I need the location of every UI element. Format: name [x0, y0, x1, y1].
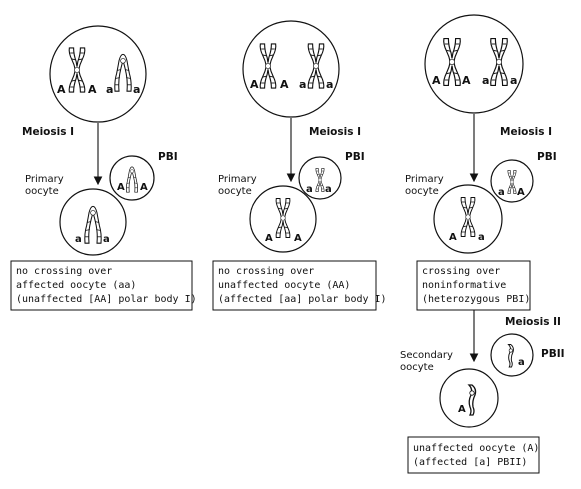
- allele-label: a: [510, 74, 517, 87]
- result-line: affected oocyte (aa): [16, 280, 136, 291]
- allele-label: a: [478, 232, 485, 243]
- parent-cell-3: [424, 14, 524, 114]
- primary-oocyte-label: oocyte: [25, 186, 59, 197]
- allele-label: a: [498, 187, 505, 198]
- primary-oocyte-label: oocyte: [218, 186, 252, 197]
- result-line: noninformative: [422, 280, 506, 291]
- primary-oocyte-1: [59, 188, 127, 256]
- primary-oocyte-label: Primary: [405, 174, 444, 185]
- allele-label: A: [449, 232, 457, 243]
- secondary-oocyte: [439, 368, 499, 428]
- allele-label: a: [482, 74, 489, 87]
- allele-label: a: [75, 234, 82, 245]
- result-line: (affected [aa] polar body I): [218, 294, 387, 305]
- secondary-oocyte-label: oocyte: [400, 362, 434, 373]
- result-line: crossing over: [422, 266, 500, 277]
- allele-label: A: [140, 182, 148, 193]
- allele-label: A: [265, 233, 273, 244]
- polar-body-1: [109, 155, 155, 201]
- allele-label: a: [518, 357, 525, 368]
- allele-label: a: [103, 234, 110, 245]
- result-line: unaffected oocyte (A): [413, 443, 539, 454]
- pbii-label: PBII: [541, 348, 565, 360]
- meiosis-i-label: Meiosis I: [22, 126, 74, 138]
- result-box-3: [416, 260, 531, 311]
- parent-cell-1: [49, 25, 147, 123]
- pbi-label: PBI: [345, 151, 365, 163]
- parent-cell-2: [242, 20, 340, 118]
- result-line: no crossing over: [16, 266, 112, 277]
- primary-oocyte-label: Primary: [218, 174, 257, 185]
- allele-label: A: [280, 78, 289, 91]
- allele-label: a: [326, 78, 333, 91]
- column-1: A A a a Meiosis I PBI A A Primary oocyte…: [10, 25, 197, 311]
- allele-label: A: [88, 83, 97, 96]
- result-box-1: [10, 260, 193, 311]
- allele-label: A: [458, 404, 466, 415]
- result-line: (affected [a] PBII): [413, 457, 527, 468]
- pbi-label: PBI: [158, 151, 178, 163]
- result-line: (unaffected [AA] polar body I): [16, 294, 197, 305]
- result-line: unaffected oocyte (AA): [218, 280, 350, 291]
- allele-label: a: [325, 184, 332, 195]
- allele-label: A: [517, 187, 525, 198]
- allele-label: A: [117, 182, 125, 193]
- primary-oocyte-label: Primary: [25, 174, 64, 185]
- meiosis-i-label: Meiosis I: [500, 126, 552, 138]
- pbi-label: PBI: [537, 151, 557, 163]
- column-3: A A a a Meiosis I PBI a A Primary oocyte…: [400, 14, 565, 474]
- meiosis-ii-label: Meiosis II: [505, 316, 561, 328]
- meiosis-i-label: Meiosis I: [309, 126, 361, 138]
- allele-label: a: [106, 83, 113, 96]
- result-line: no crossing over: [218, 266, 314, 277]
- allele-label: a: [133, 83, 140, 96]
- allele-label: A: [294, 233, 302, 244]
- allele-label: a: [299, 78, 306, 91]
- allele-label: a: [306, 184, 313, 195]
- secondary-oocyte-label: Secondary: [400, 350, 453, 361]
- result-line: (heterozygous PBI): [422, 294, 530, 305]
- primary-oocyte-label: oocyte: [405, 186, 439, 197]
- allele-label: A: [432, 74, 441, 87]
- allele-label: A: [250, 78, 259, 91]
- column-2: A A a a Meiosis I PBI a a Primary oocyte…: [212, 20, 387, 311]
- final-result-box: [407, 436, 540, 474]
- allele-label: A: [462, 74, 471, 87]
- allele-label: A: [57, 83, 66, 96]
- result-box-2: [212, 260, 377, 311]
